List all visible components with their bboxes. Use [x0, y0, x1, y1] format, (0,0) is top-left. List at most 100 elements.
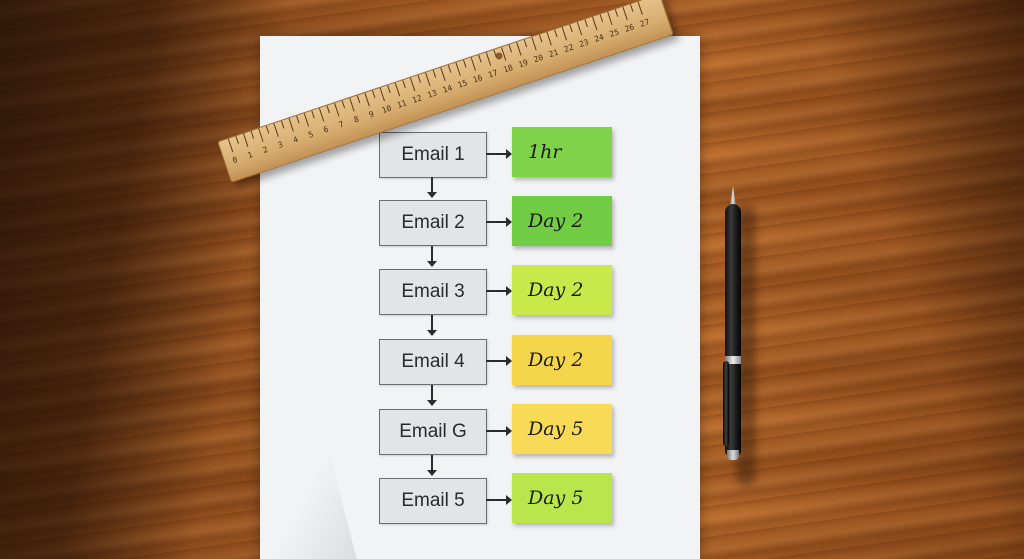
ruler-number: 10 [380, 103, 393, 116]
note-label: 1hr [528, 141, 562, 163]
ruler-number: 0 [231, 155, 239, 166]
down-arrow [427, 177, 437, 198]
sticky-note-6: Day 5 [512, 473, 612, 523]
ruler-tick [607, 11, 613, 26]
note-label: Day 2 [528, 349, 584, 371]
sticky-note-4: Day 2 [512, 335, 612, 385]
ruler-number: 7 [337, 119, 345, 130]
ruler-number: 25 [608, 27, 621, 40]
ruler-tick [273, 123, 279, 137]
ruler-tick [622, 6, 628, 21]
down-arrow [427, 315, 437, 336]
email-box-4: Email 4 [379, 339, 487, 385]
down-arrow [427, 246, 437, 267]
ruler-number: 1 [246, 150, 254, 161]
ruler-tick [561, 26, 568, 41]
ruler-number: 21 [547, 47, 560, 60]
ruler-tick [599, 14, 604, 22]
ruler-tick [523, 39, 528, 48]
ruler-tick [432, 69, 437, 78]
ruler-tick [546, 31, 552, 46]
right-arrow [486, 356, 512, 366]
sticky-note-5: Day 5 [512, 404, 612, 454]
sticky-note-1: 1hr [512, 127, 612, 177]
ruler-tick [629, 3, 634, 12]
ruler-number: 4 [291, 134, 300, 145]
right-arrow [486, 217, 512, 227]
ruler-tick [508, 44, 513, 53]
ruler-tick [417, 75, 421, 83]
ruler-tick [554, 29, 558, 38]
ruler-number: 3 [276, 139, 285, 150]
ruler-number: 12 [411, 93, 424, 106]
email-box-5: Email G [379, 409, 487, 455]
ruler-tick [463, 59, 467, 68]
ruler-tick [341, 100, 346, 109]
ruler-tick [394, 82, 401, 97]
email-box-1: Email 1 [379, 132, 487, 178]
ruler-tick [356, 95, 361, 104]
email-label: Email 1 [401, 144, 465, 165]
pen-body [725, 204, 741, 456]
ruler-number: 9 [367, 109, 376, 120]
ruler-tick [455, 62, 461, 76]
ruler-tick [409, 77, 416, 92]
pen-tip [730, 186, 736, 206]
ruler-number: 13 [426, 88, 439, 100]
pen-clip [723, 361, 729, 446]
ruler-tick [402, 80, 406, 88]
note-label: Day 5 [528, 487, 584, 509]
ruler-number: 22 [562, 42, 575, 55]
ruler-tick [379, 87, 385, 102]
sticky-note-2: Day 2 [512, 196, 612, 246]
ruler-number: 15 [456, 78, 469, 90]
ruler-tick [470, 57, 476, 71]
ruler-tick [265, 125, 270, 134]
email-label: Email 3 [401, 281, 465, 302]
ruler-tick [584, 19, 588, 28]
ruler-number: 27 [638, 17, 651, 29]
ruler-tick [531, 36, 537, 51]
ruler-tick [371, 90, 376, 99]
ruler-tick [569, 24, 573, 33]
ruler-number: 8 [352, 114, 361, 125]
ruler-tick [364, 92, 370, 107]
pen [722, 186, 744, 466]
ruler-tick [243, 133, 249, 147]
ruler-tick [637, 1, 643, 15]
ruler-tick [614, 9, 619, 17]
down-arrow [427, 385, 437, 406]
note-label: Day 2 [528, 279, 584, 301]
ruler-number: 2 [261, 144, 270, 156]
email-box-2: Email 2 [379, 200, 487, 246]
ruler-tick [440, 67, 446, 81]
ruler-tick [516, 42, 522, 56]
sticky-note-3: Day 2 [512, 265, 612, 315]
pen-band [725, 356, 741, 364]
ruler-tick [250, 130, 255, 139]
right-arrow [486, 426, 512, 436]
ruler-tick [296, 115, 300, 124]
email-box-6: Email 5 [379, 478, 487, 524]
ruler-tick [280, 120, 285, 129]
ruler-tick [485, 52, 492, 66]
ruler-tick [311, 110, 315, 119]
ruler-number: 14 [441, 83, 454, 95]
email-box-3: Email 3 [379, 269, 487, 315]
ruler-number: 18 [502, 62, 515, 75]
ruler-tick [288, 118, 294, 132]
ruler-tick [478, 54, 482, 63]
down-arrow [427, 455, 437, 476]
ruler-number: 19 [517, 57, 530, 70]
ruler-tick [425, 72, 431, 87]
ruler-number: 20 [532, 52, 545, 65]
ruler-number: 26 [623, 22, 636, 34]
ruler-tick [576, 21, 583, 36]
email-label: Email 2 [401, 212, 465, 233]
ruler-tick [326, 105, 330, 114]
pen-shadow [736, 206, 756, 486]
ruler-tick [227, 138, 234, 153]
ruler-tick [387, 85, 391, 94]
right-arrow [486, 495, 512, 505]
ruler-tick [334, 102, 340, 117]
